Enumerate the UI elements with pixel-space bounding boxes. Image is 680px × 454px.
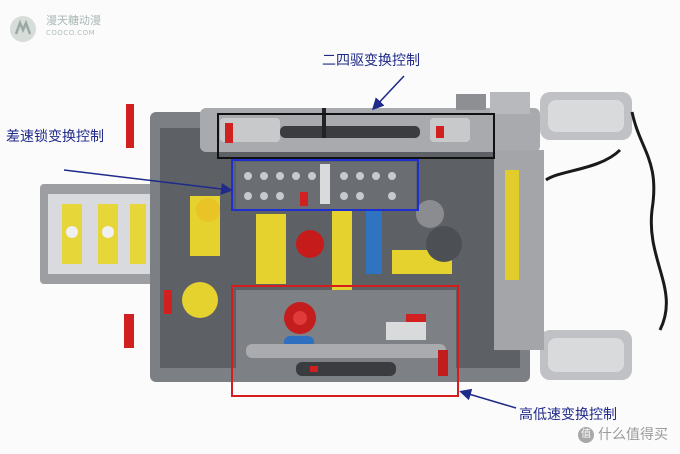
diff-lock-arrow: [63, 169, 233, 195]
hi-lo-control-box: [231, 285, 459, 397]
watermark-bottom-text: 什么值得买: [598, 427, 668, 443]
awd-control-box: [217, 113, 495, 159]
awd-control-label: 二四驱变换控制: [322, 53, 420, 69]
hi-lo-control-label: 高低速变换控制: [519, 407, 617, 423]
diff-lock-control-box: [231, 159, 419, 211]
watermark-badge-icon: 值: [578, 427, 594, 443]
hi-lo-arrow: [459, 388, 517, 409]
awd-arrow: [371, 75, 405, 111]
watermark-logo-icon: [10, 16, 36, 42]
watermark-site-url: COOCO.COM: [46, 29, 96, 37]
watermark-site-name: 漫天糖动漫: [46, 14, 101, 27]
diff-lock-control-label: 差速锁变换控制: [6, 129, 104, 145]
watermark-bottom: 值什么值得买: [578, 424, 668, 444]
